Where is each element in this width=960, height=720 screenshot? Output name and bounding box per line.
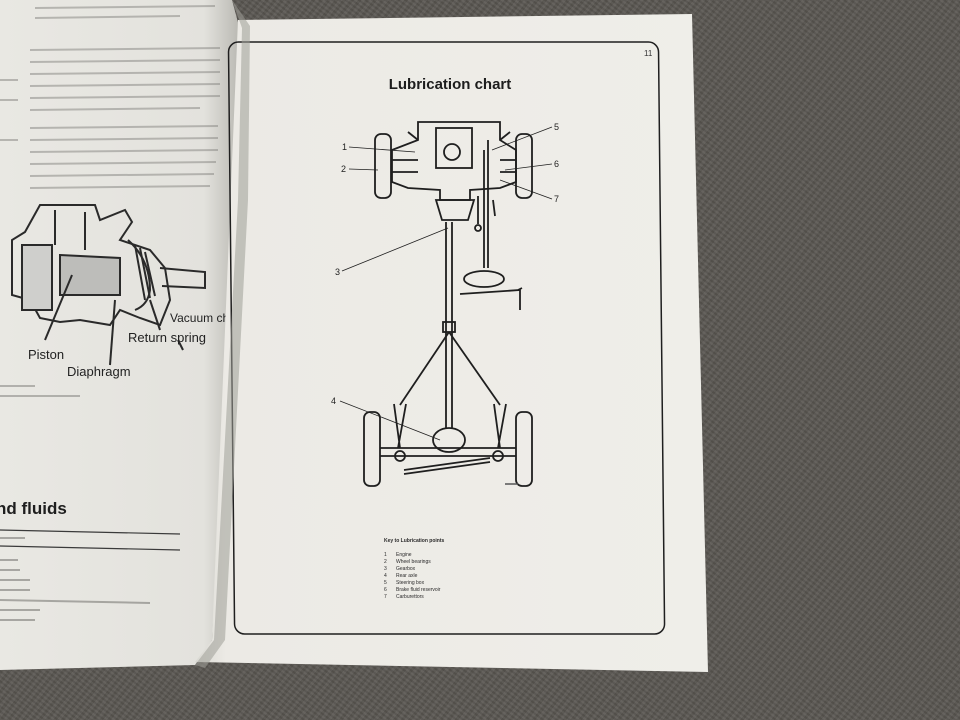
left-page-text-lines <box>0 5 221 189</box>
chart-title: Lubrication chart <box>389 76 512 93</box>
rear-right-wheel <box>515 411 533 487</box>
table-rule-top <box>0 529 181 535</box>
front-left-wheel <box>374 133 392 199</box>
fluids-table-lines <box>0 537 151 621</box>
callout-2: 2 <box>341 164 346 174</box>
callout-7: 7 <box>554 194 559 204</box>
lubrication-key: Key to Lubrication points 1 Engine 2 Whe… <box>384 538 444 600</box>
key-item-num-6: 6 <box>384 587 387 593</box>
engine-block <box>391 121 517 201</box>
key-item-label-6: Brake fluid reservoir <box>396 587 441 593</box>
handbrake <box>459 287 523 310</box>
key-heading: Key to Lubrication points <box>384 538 444 544</box>
panhard-rod <box>403 457 491 471</box>
callout-6: 6 <box>554 159 559 169</box>
key-item-label-5: Steering box <box>396 580 425 586</box>
caption-lines <box>0 385 80 397</box>
key-item-num-2: 2 <box>384 559 387 565</box>
key-item-label-2: Wheel bearings <box>396 559 431 565</box>
key-item-label-7: Carburettors <box>396 594 424 600</box>
callout-3: 3 <box>335 267 340 277</box>
servo-diagram <box>11 204 206 366</box>
engine-pulley <box>443 143 461 161</box>
key-item-num-3: 3 <box>384 566 387 572</box>
torque-rods <box>399 331 501 406</box>
callout-4: 4 <box>331 396 336 406</box>
right-page: 11 Lubrication chart <box>195 14 708 672</box>
left-page-sheet <box>0 0 240 670</box>
page-number: 11 <box>644 49 653 58</box>
steering-wheel <box>463 270 505 288</box>
label-piston: Piston <box>28 347 64 362</box>
callout-leaders <box>339 126 553 441</box>
key-item-num-5: 5 <box>384 580 387 586</box>
key-item-label-1: Engine <box>396 552 412 558</box>
rear-left-wheel <box>363 411 381 487</box>
key-item-label-4: Rear axle <box>396 573 418 579</box>
book-gutter <box>195 0 250 668</box>
gearbox <box>434 199 476 221</box>
callout-1: 1 <box>342 142 347 152</box>
key-item-num-4: 4 <box>384 573 387 579</box>
table-rule-bottom <box>0 545 181 551</box>
rear-axle-diff <box>432 427 466 453</box>
section-heading: nd fluids <box>0 499 67 518</box>
label-diaphragm: Diaphragm <box>67 364 131 379</box>
label-return-spring: Return spring <box>128 330 206 345</box>
engine-head <box>435 127 473 169</box>
key-item-num-7: 7 <box>384 594 387 600</box>
chassis-drawing <box>363 121 533 487</box>
key-item-num-1: 1 <box>384 552 387 558</box>
key-item-label-3: Gearbox <box>396 566 416 572</box>
callout-5: 5 <box>554 122 559 132</box>
left-page: Piston Diaphragm Return spring Vacuum ch… <box>0 0 263 670</box>
